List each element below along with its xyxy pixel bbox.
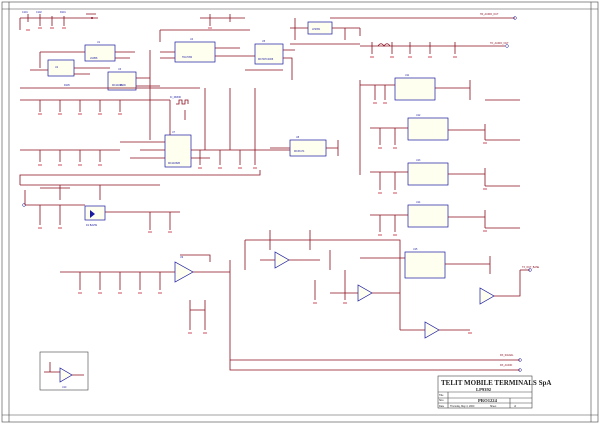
ic-u3 xyxy=(107,71,137,91)
ic-stage2 xyxy=(407,117,449,141)
tb-title-label: Title xyxy=(439,394,444,397)
title-block: TELIT MOBILE TERMINALS SpA LP9392 Title … xyxy=(437,375,551,409)
tb-date-value: Thursday, May 4, 2000 xyxy=(450,405,475,408)
svg-text:MC14066: MC14066 xyxy=(112,84,123,87)
svg-text:U13: U13 xyxy=(416,159,421,162)
svg-text:U3: U3 xyxy=(118,68,122,71)
tb-size-label: Size xyxy=(439,399,444,402)
svg-text:IC_DMOD: IC_DMOD xyxy=(170,96,181,99)
svg-text:U14: U14 xyxy=(416,201,421,204)
svg-text:C102: C102 xyxy=(36,11,42,14)
opamp-loop-d xyxy=(479,287,495,305)
tb-sheet-label: Sheet xyxy=(490,405,497,408)
svg-text:U12: U12 xyxy=(416,114,421,117)
ic-stage5 xyxy=(404,251,446,279)
svg-text:R101: R101 xyxy=(60,11,66,14)
diode-bridge xyxy=(84,205,106,221)
net-label-right-out: TO_AUDIO_OUT xyxy=(490,42,509,45)
svg-text:U1: U1 xyxy=(97,41,101,44)
svg-text:MC33174: MC33174 xyxy=(294,150,305,153)
opamp-loop-b xyxy=(357,284,373,302)
svg-text:C101: C101 xyxy=(22,11,28,14)
svg-text:LP2951: LP2951 xyxy=(312,28,321,31)
ic-u1 xyxy=(84,44,116,62)
ic-u8 xyxy=(289,139,327,157)
net-label-top-right: HF_AUDIO_OUT xyxy=(480,13,499,16)
svg-text:U2: U2 xyxy=(55,66,59,69)
right-stages: U11 U12 U13 U14 U15 TX_OUT_BASE xyxy=(244,74,540,339)
svg-text:TDA7050: TDA7050 xyxy=(182,56,193,59)
ic-stage3 xyxy=(407,162,449,186)
net-label-sig-in: RX_SIGNAL xyxy=(500,354,514,357)
lower-left-section: D1 BAV99 U9 RX_SIGNAL RX_AUDIO U10 xyxy=(22,187,522,391)
svg-text:U10: U10 xyxy=(62,386,67,389)
inset-box xyxy=(39,351,89,391)
svg-text:U9: U9 xyxy=(180,256,184,259)
net-label-tx-out: TX_OUT_BASE xyxy=(522,266,540,269)
ic-stage1 xyxy=(394,77,436,101)
svg-text:U11: U11 xyxy=(405,74,410,77)
ic-u4 xyxy=(174,41,216,63)
net-label-sig-in2: RX_AUDIO xyxy=(500,364,512,367)
svg-text:U15: U15 xyxy=(413,248,418,251)
svg-text:U7: U7 xyxy=(172,131,176,134)
project-code: LP9392 xyxy=(476,387,492,392)
svg-text:U8: U8 xyxy=(296,136,300,139)
company-name: TELIT MOBILE TERMINALS SpA xyxy=(441,379,551,387)
svg-text:U4: U4 xyxy=(190,38,194,41)
opamp-loop-c xyxy=(424,321,440,339)
opamp-u9 xyxy=(174,261,194,283)
tb-date-label: Date xyxy=(439,405,445,408)
ic-u5 xyxy=(254,43,284,65)
svg-text:R106: R106 xyxy=(120,84,126,87)
ic-u7 xyxy=(164,134,192,168)
ic-u2 xyxy=(47,59,75,77)
svg-text:U5: U5 xyxy=(262,40,266,43)
svg-text:MC74HC4066: MC74HC4066 xyxy=(258,58,274,61)
document-code: PRO1224 xyxy=(478,398,498,403)
svg-text:D1 BAV99: D1 BAV99 xyxy=(86,224,98,227)
svg-text:R105: R105 xyxy=(64,84,70,87)
tb-sheet-of: of xyxy=(514,405,516,408)
svg-text:LM358: LM358 xyxy=(90,57,98,60)
opamp-loop-a xyxy=(274,251,290,269)
svg-text:MC14052B: MC14052B xyxy=(168,162,180,165)
ic-stage4 xyxy=(407,204,449,228)
